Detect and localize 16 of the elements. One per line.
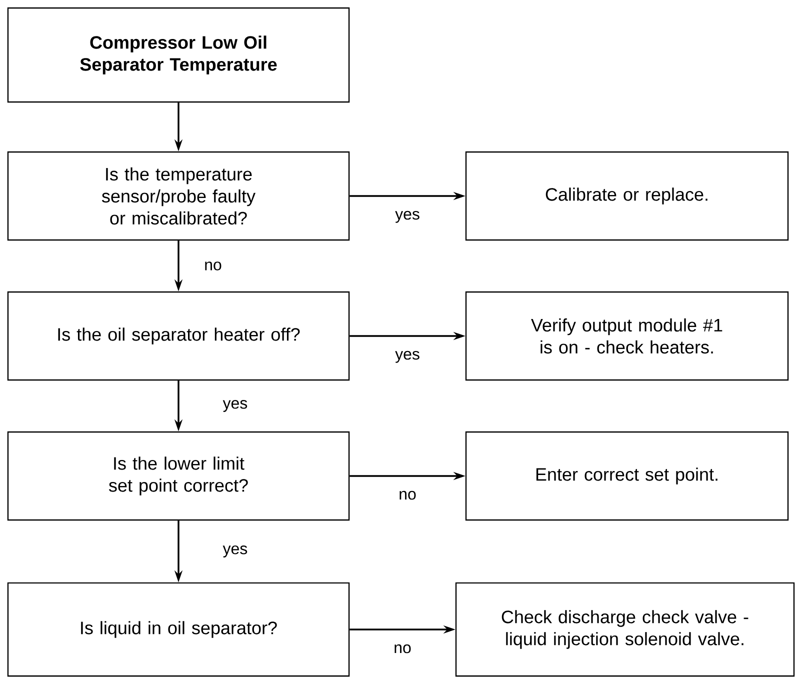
edge-label: no [392,643,413,655]
title-box: Compressor Low Oil Separator Temperature [7,7,350,103]
edge-label: no [397,490,418,502]
decision-box: Is liquid in oil separator? [7,582,350,677]
action-box: Check discharge check valve - liquid injection solenoid valve. [455,582,795,677]
edge-label: yes [394,350,422,364]
decision-box: Is the oil separator heater off? [7,291,350,381]
action-box: Calibrate or replace. [465,151,789,241]
edge-label: yes [221,398,249,414]
edge-label: yes [394,210,422,224]
edge-label: yes [221,544,249,559]
edge-label: no [202,260,224,272]
decision-box: Is the lower limit set point correct? [7,431,350,521]
action-box: Verify output module #1 is on - check heaters. [465,291,789,381]
action-box: Enter correct set point. [465,431,789,521]
decision-box: Is the temperature sensor/probe faulty or miscalibrated? [7,151,350,241]
